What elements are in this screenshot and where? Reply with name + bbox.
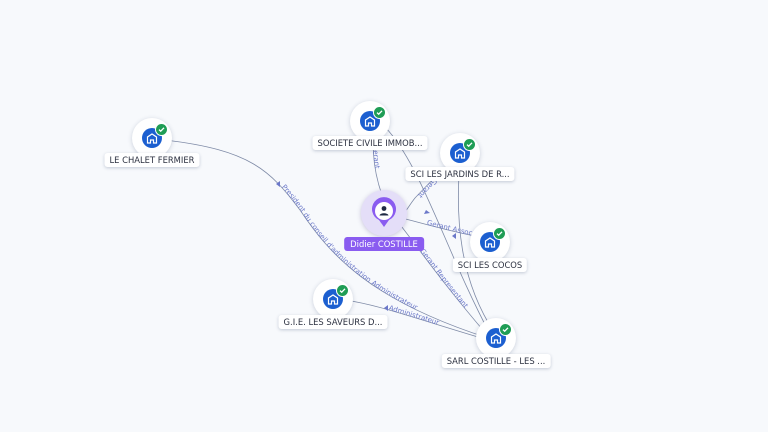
verified-check-icon xyxy=(373,106,386,119)
company-label-chalet[interactable]: LE CHALET FERMIER xyxy=(104,153,200,167)
edge-arrow-icon xyxy=(384,305,388,311)
verified-check-icon xyxy=(155,123,168,136)
edge-arrow-icon xyxy=(424,210,430,214)
verified-check-icon xyxy=(499,323,512,336)
edge-arrow-icon xyxy=(452,233,456,239)
edge-arrow-icon xyxy=(276,181,280,187)
company-label-sci-cocos[interactable]: SCI LES COCOS xyxy=(452,258,528,272)
verified-check-icon xyxy=(493,227,506,240)
person-icon xyxy=(372,197,396,227)
company-label-sci-jardins[interactable]: SCI LES JARDINS DE R... xyxy=(405,167,515,181)
company-label-gie[interactable]: G.I.E. LES SAVEURS D... xyxy=(278,315,388,329)
company-label-sarl[interactable]: SARL COSTILLE - LES ... xyxy=(441,354,551,368)
edge-label-gerant-immo: Gerant xyxy=(371,145,381,170)
person-label[interactable]: Didier COSTILLE xyxy=(344,237,424,251)
company-label-sci-immo[interactable]: SOCIETE CIVILE IMMOB... xyxy=(312,136,428,150)
verified-check-icon xyxy=(336,284,349,297)
edge-label-gerant-representant-sarl: Gerant Representant xyxy=(418,247,469,310)
verified-check-icon xyxy=(463,138,476,151)
